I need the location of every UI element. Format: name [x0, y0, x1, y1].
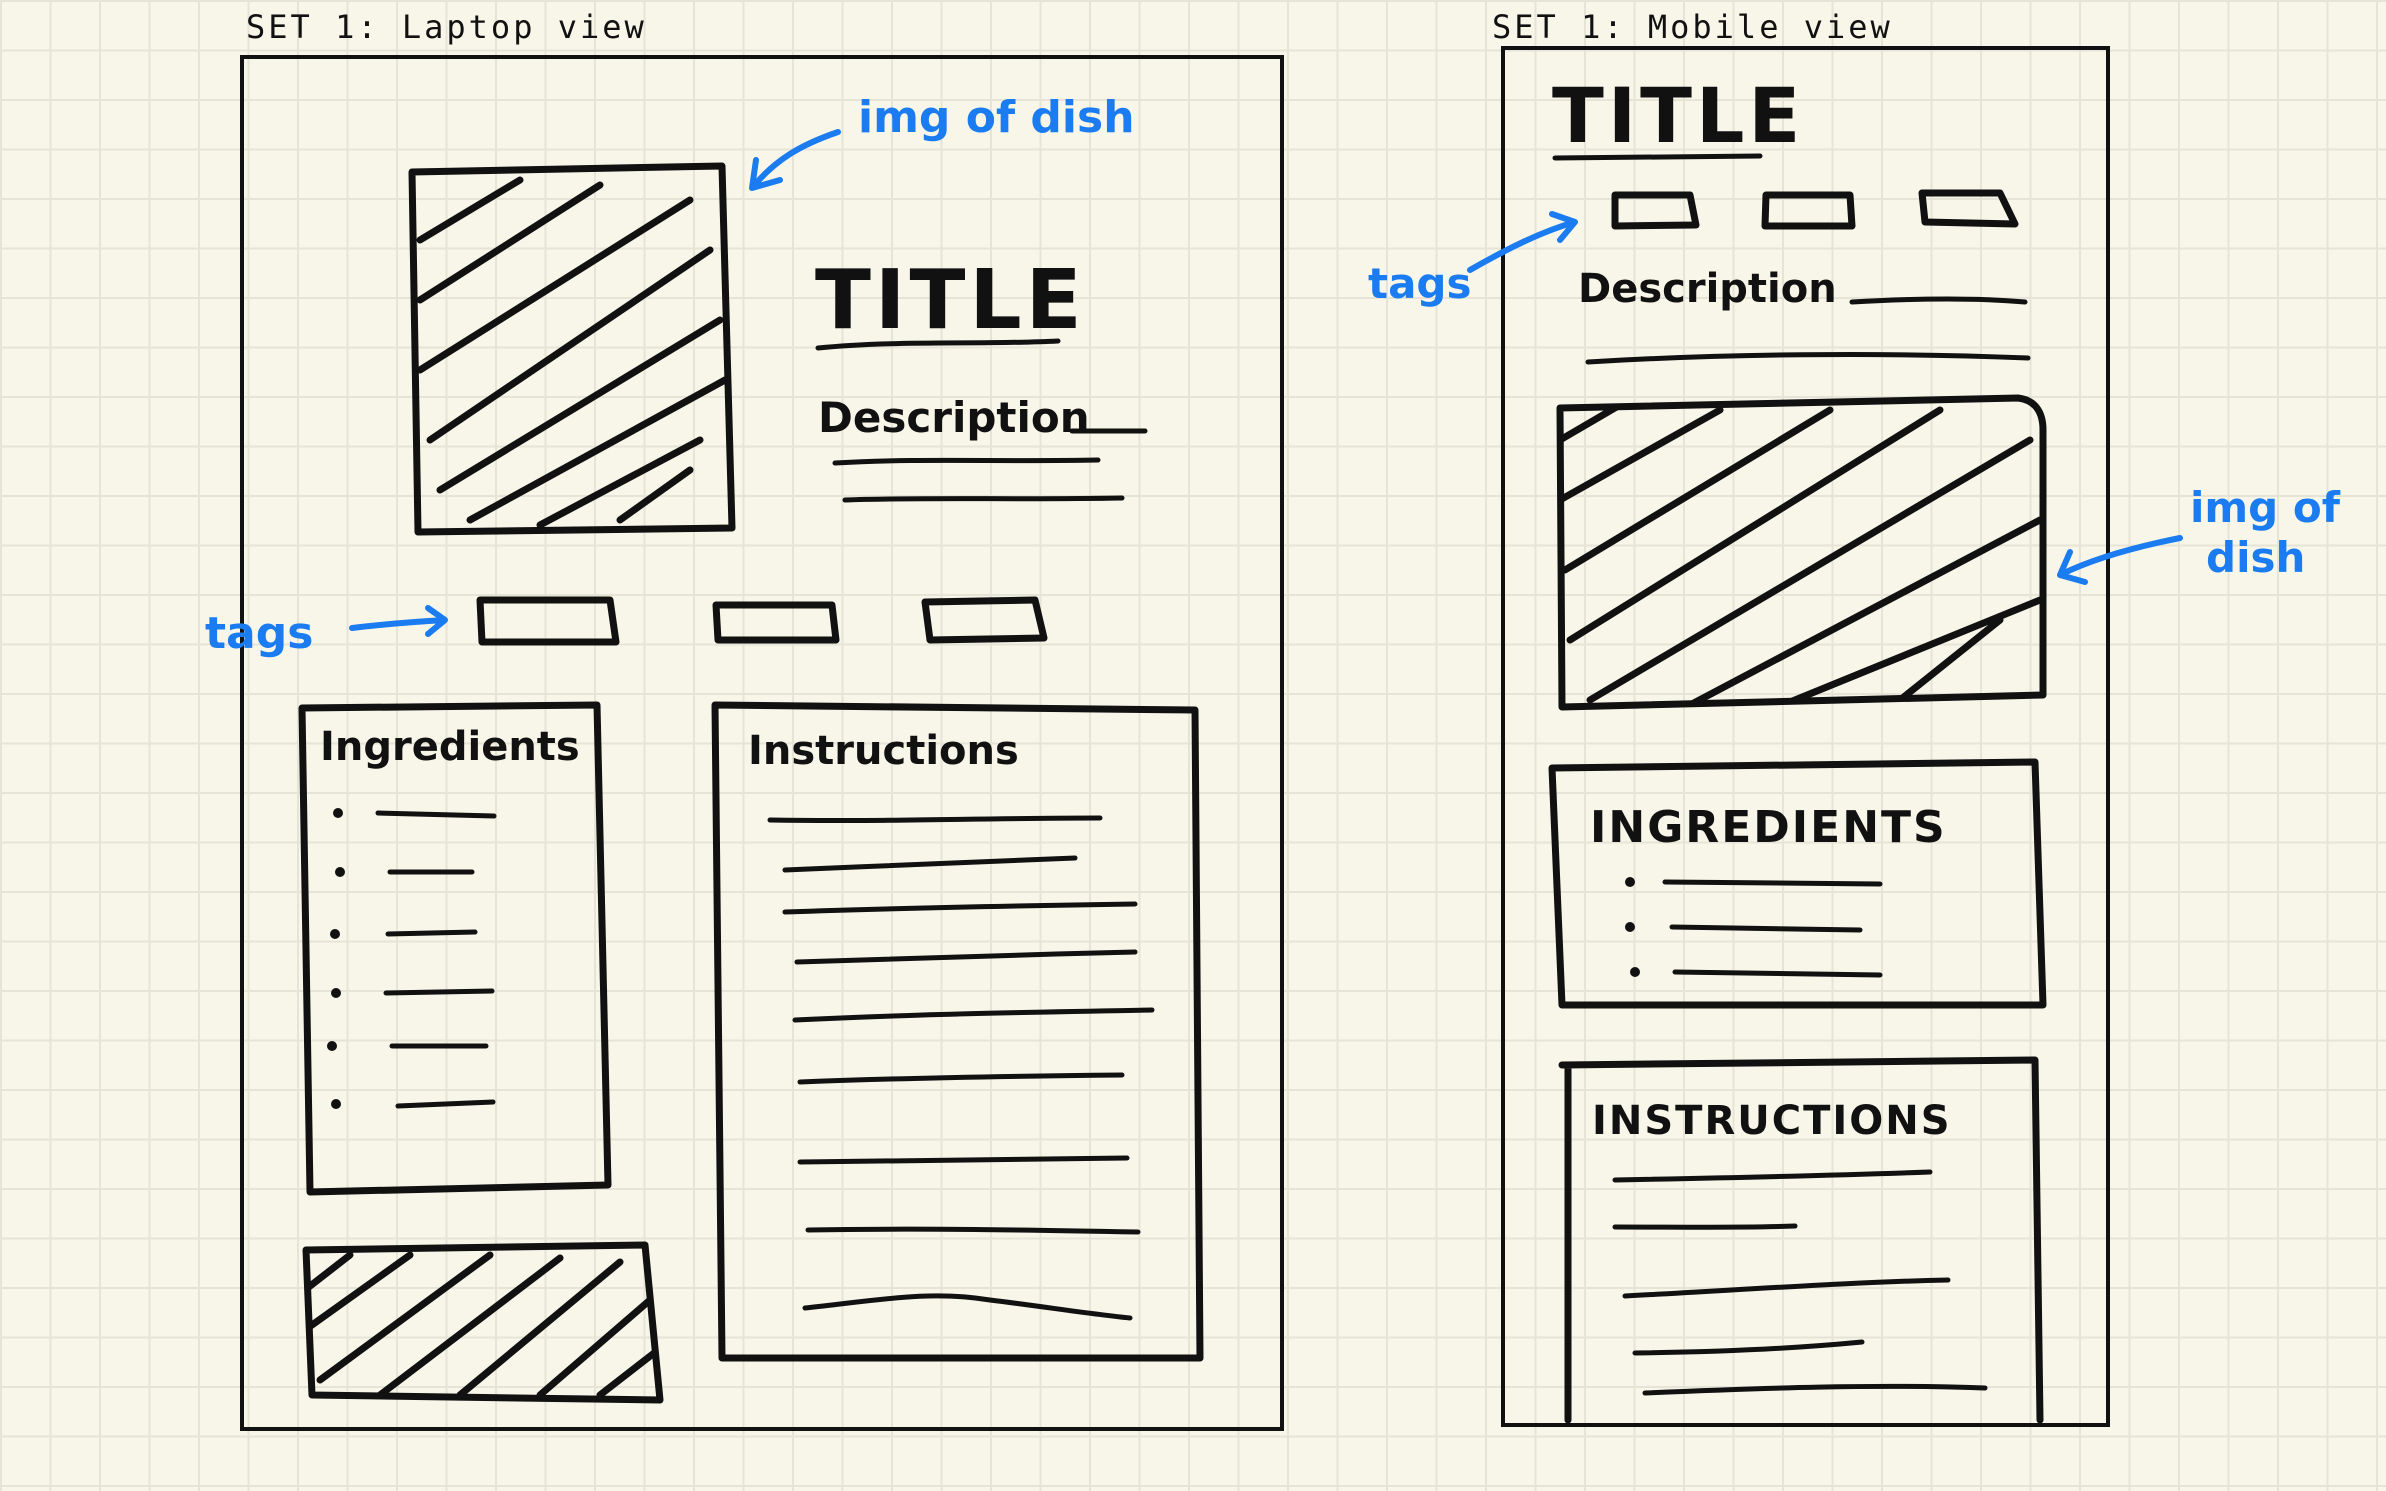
arrow-icon [349, 605, 448, 637]
laptop-dish-hatching [416, 176, 729, 529]
mobile-title: TITLE [1552, 71, 1804, 160]
laptop-ingredients-list [327, 808, 497, 1109]
tag-chip[interactable] [1918, 189, 2019, 228]
laptop-title: TITLE [815, 253, 1086, 348]
mobile-wireframe: SET 1: Mobile view TITLE tags Descriptio… [1368, 8, 2341, 1427]
laptop-tags-annotation-label: tags [205, 608, 313, 659]
tag-chip[interactable] [1761, 191, 1856, 230]
arrow-icon [2057, 535, 2183, 585]
mobile-instructions-lines [1612, 1169, 1988, 1396]
laptop-instructions-lines [767, 815, 1155, 1321]
laptop-tags-annotation: tags [205, 605, 448, 659]
mobile-ingredients-label: INGREDIENTS [1590, 802, 1947, 853]
mobile-frame [1501, 46, 2110, 1427]
mobile-tags-annotation-label: tags [1368, 259, 1471, 308]
mobile-tags [1611, 189, 2019, 230]
laptop-image-annotation: img of dish [749, 92, 1135, 191]
mobile-description-label: Description [1578, 266, 1837, 312]
mobile-dish-image [1556, 394, 2047, 711]
laptop-ingredients-label: Ingredients [320, 724, 580, 770]
laptop-wireframe: SET 1: Laptop view img of dish TITLE Des… [205, 8, 1284, 1431]
mobile-tags-annotation: tags [1368, 211, 1578, 308]
laptop-image-annotation-label: img of dish [858, 92, 1135, 143]
tag-chip[interactable] [476, 596, 620, 646]
mobile-ingredients-box: INGREDIENTS [1548, 758, 2047, 1009]
laptop-instructions-label: Instructions [748, 728, 1019, 774]
arrow-icon [1467, 211, 1578, 273]
tag-chip[interactable] [712, 601, 840, 644]
laptop-ingredients-box: Ingredients [298, 701, 612, 1196]
laptop-instructions-box: Instructions [711, 701, 1204, 1362]
mobile-instructions-label: INSTRUCTIONS [1592, 1098, 1952, 1144]
laptop-frame [240, 55, 1284, 1431]
laptop-description-label: Description [818, 393, 1090, 442]
laptop-dish-image [408, 162, 736, 536]
tag-chip[interactable] [921, 596, 1048, 644]
laptop-tags [476, 596, 1048, 646]
laptop-view-heading: SET 1: Laptop view [246, 8, 647, 46]
arrow-icon [749, 129, 841, 191]
mobile-view-heading: SET 1: Mobile view [1492, 8, 1893, 46]
mobile-image-annotation-label-2: dish [2206, 533, 2305, 582]
mobile-dish-hatching [1560, 401, 2043, 707]
tag-chip[interactable] [1611, 191, 1700, 230]
mobile-ingredients-list [1625, 877, 1883, 978]
mobile-instructions-box: INSTRUCTIONS [1558, 1056, 2044, 1424]
laptop-secondary-image [302, 1241, 664, 1404]
mobile-image-annotation: img of dish [2057, 483, 2341, 585]
mobile-image-annotation-label: img of [2190, 483, 2341, 532]
laptop-secondary-hatching [306, 1251, 660, 1399]
